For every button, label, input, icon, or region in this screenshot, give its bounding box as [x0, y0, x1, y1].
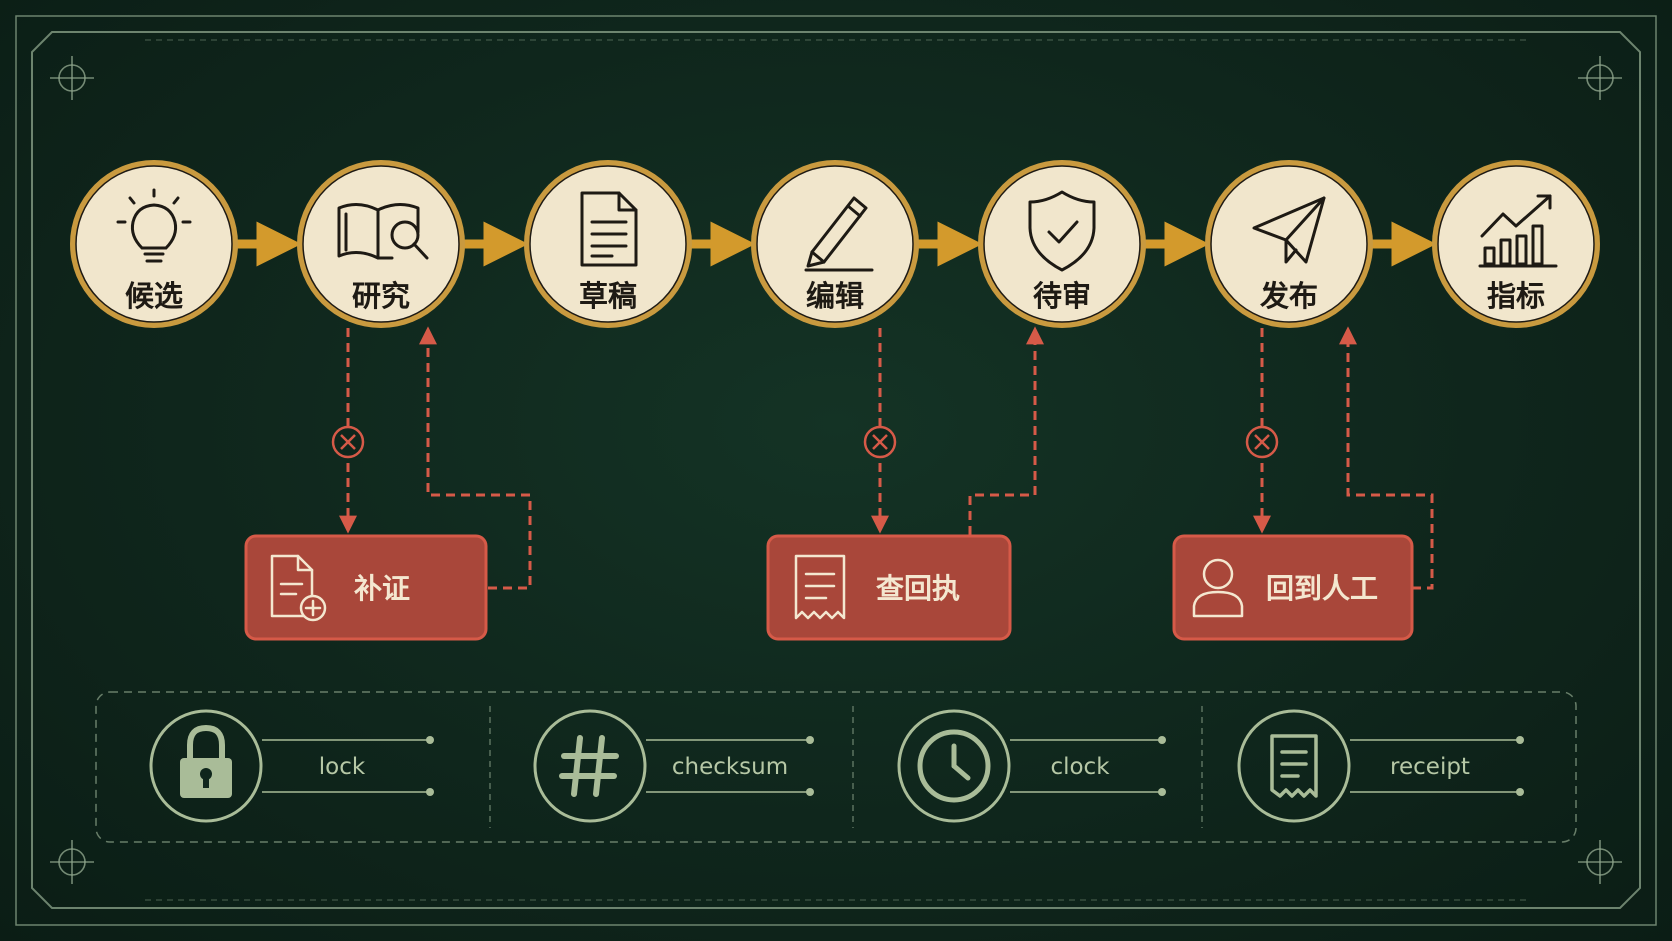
- document-add-icon: [270, 554, 327, 622]
- legend-item-receipt: receipt: [1237, 709, 1524, 823]
- fallback-box-back-to-human: 回到人工: [1172, 534, 1414, 641]
- stage-label: 研究: [352, 279, 410, 313]
- shield-check-icon: [1028, 190, 1096, 272]
- legend-label: receipt: [1390, 754, 1470, 780]
- stage-node-review: 待审: [978, 160, 1146, 328]
- fallback-connectors: [339, 326, 1434, 590]
- pencil-icon: [804, 196, 874, 272]
- stage-label: 待审: [1033, 279, 1091, 313]
- fallback-label: 回到人工: [1266, 572, 1378, 605]
- stage-node-metrics: 指标: [1432, 160, 1600, 328]
- stage-label: 指标: [1487, 279, 1545, 313]
- fallback-label: 补证: [354, 572, 410, 605]
- legend-item-lock: lock: [149, 709, 434, 823]
- clock-icon: [917, 729, 991, 803]
- receipt-icon: [1270, 734, 1318, 798]
- fallback-label: 查回执: [876, 572, 960, 605]
- stage-node-research: 研究: [297, 160, 465, 328]
- receipt-icon: [794, 554, 846, 620]
- fallback-box-check-receipt: 查回执: [766, 534, 1012, 641]
- stage-label: 编辑: [806, 279, 864, 313]
- reject-x-icon: [1245, 425, 1279, 459]
- paper-plane-icon: [1252, 196, 1326, 264]
- stage-node-draft: 草稿: [524, 160, 692, 328]
- legend-item-checksum: checksum: [533, 709, 814, 823]
- legend-label: lock: [319, 754, 366, 780]
- legend-panel: lock checksum: [95, 691, 1577, 843]
- stage-label: 候选: [125, 279, 183, 313]
- lightbulb-icon: [116, 188, 192, 263]
- stage-node-publish: 发布: [1205, 160, 1373, 328]
- document-icon: [580, 191, 638, 267]
- frame: [15, 15, 1657, 926]
- reject-x-icon: [331, 425, 365, 459]
- stage-node-candidate: 候选: [70, 160, 238, 328]
- growth-chart-icon: [1478, 194, 1558, 268]
- corner-crosshair-icon: [1578, 56, 1622, 100]
- stage-node-edit: 编辑: [751, 160, 919, 328]
- corner-crosshair-icon: [50, 56, 94, 100]
- person-icon: [1192, 558, 1244, 618]
- fallback-box-supplement-evidence: 补证: [244, 534, 488, 641]
- reject-x-icon: [863, 425, 897, 459]
- fallback-return-connector: [419, 326, 532, 590]
- hash-icon: [559, 735, 619, 797]
- stage-label: 草稿: [579, 279, 637, 313]
- corner-crosshair-icon: [50, 840, 94, 884]
- corner-crosshair-icon: [1578, 840, 1622, 884]
- legend-label: clock: [1050, 754, 1110, 780]
- legend-item-clock: clock: [897, 709, 1166, 823]
- legend-label: checksum: [672, 754, 788, 780]
- fallback-return-connector: [1339, 326, 1434, 590]
- book-search-icon: [337, 203, 429, 260]
- padlock-icon: [180, 724, 232, 798]
- fallback-return-connector: [968, 326, 1044, 535]
- stage-label: 发布: [1259, 279, 1318, 313]
